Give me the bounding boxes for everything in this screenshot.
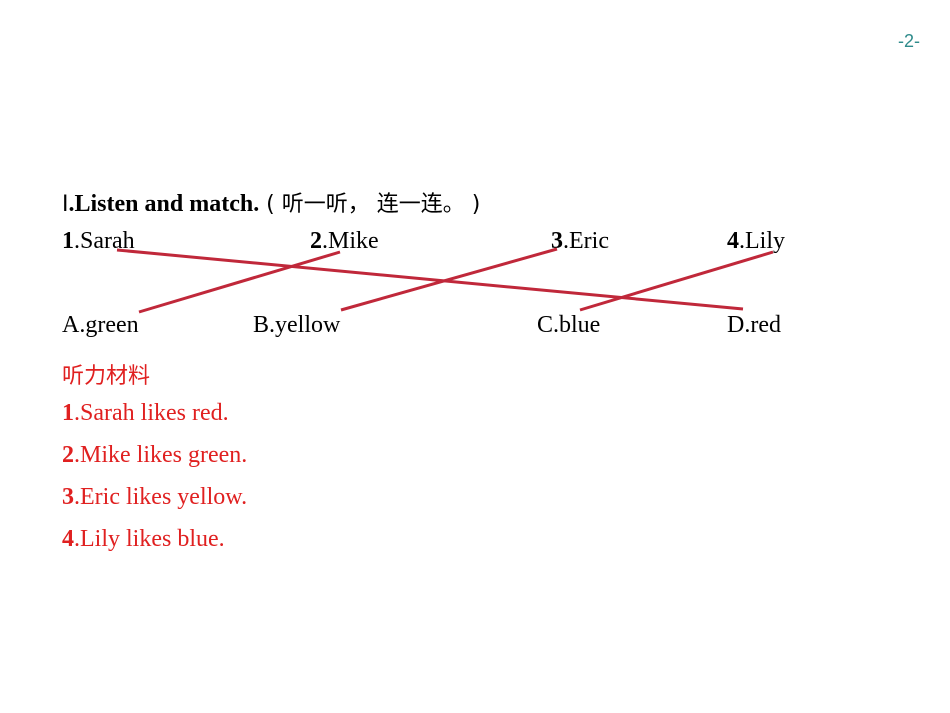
name-item-eric: 3.Eric <box>551 228 609 255</box>
color-option-c: C.blue <box>537 312 601 338</box>
color-option-a: A.green <box>62 312 139 338</box>
name-label: .Eric <box>563 228 609 254</box>
match-line-2-a <box>138 250 341 314</box>
match-line-1-d <box>116 248 744 311</box>
answer-line-1: 1.Sarah likes red. <box>62 400 229 427</box>
answer-line-3: 3.Eric likes yellow. <box>62 484 247 511</box>
answer-number: 4 <box>62 526 74 552</box>
match-line-3-b <box>340 247 558 312</box>
answer-line-2: 2.Mike likes green. <box>62 442 247 469</box>
name-item-mike: 2.Mike <box>310 228 379 255</box>
name-label: .Sarah <box>74 228 135 254</box>
color-option-b: B.yellow <box>253 312 341 338</box>
answer-text: .Eric likes yellow. <box>74 484 248 510</box>
answer-number: 3 <box>62 484 74 510</box>
exercise-heading: Ⅰ.Listen and match. ( 听一听， 连一连。 ) <box>62 186 480 218</box>
page-number: -2- <box>898 31 920 51</box>
match-line-4-c <box>579 250 774 312</box>
section-numeral: Ⅰ <box>62 192 69 217</box>
answer-number: 2 <box>62 442 74 468</box>
name-number: 1 <box>62 228 74 254</box>
exercise-instruction: ( 听一听， 连一连。 ) <box>259 192 481 217</box>
name-number: 2 <box>310 228 322 254</box>
exercise-title: .Listen and match. <box>68 191 260 217</box>
answer-text: .Mike likes green. <box>74 442 248 468</box>
name-number: 3 <box>551 228 563 254</box>
name-label: .Mike <box>322 228 379 254</box>
name-item-lily: 4.Lily <box>727 228 785 255</box>
answer-number: 1 <box>62 400 74 426</box>
name-number: 4 <box>727 228 739 254</box>
listening-material-heading: 听力材料 <box>62 364 151 389</box>
answer-line-4: 4.Lily likes blue. <box>62 526 225 553</box>
name-item-sarah: 1.Sarah <box>62 228 135 255</box>
answer-text: .Lily likes blue. <box>74 526 225 552</box>
answer-text: .Sarah likes red. <box>74 400 229 426</box>
color-option-d: D.red <box>727 312 781 338</box>
name-label: .Lily <box>739 228 785 254</box>
